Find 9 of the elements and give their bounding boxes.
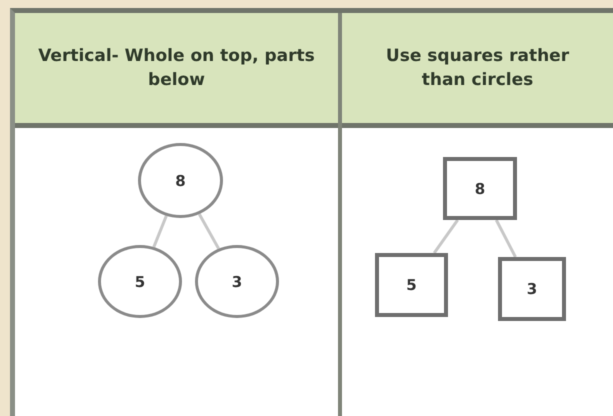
connector-line bbox=[433, 219, 459, 254]
connector-line bbox=[494, 219, 517, 258]
connector-line bbox=[198, 213, 220, 250]
header-cell: Use squares rather than circles bbox=[342, 13, 613, 123]
header-cell: Vertical- Whole on top, parts below bbox=[15, 13, 338, 123]
number-square: 8 bbox=[443, 157, 517, 220]
connector-line bbox=[152, 215, 168, 248]
number-square: 3 bbox=[498, 257, 566, 321]
number-square: 5 bbox=[375, 253, 448, 317]
